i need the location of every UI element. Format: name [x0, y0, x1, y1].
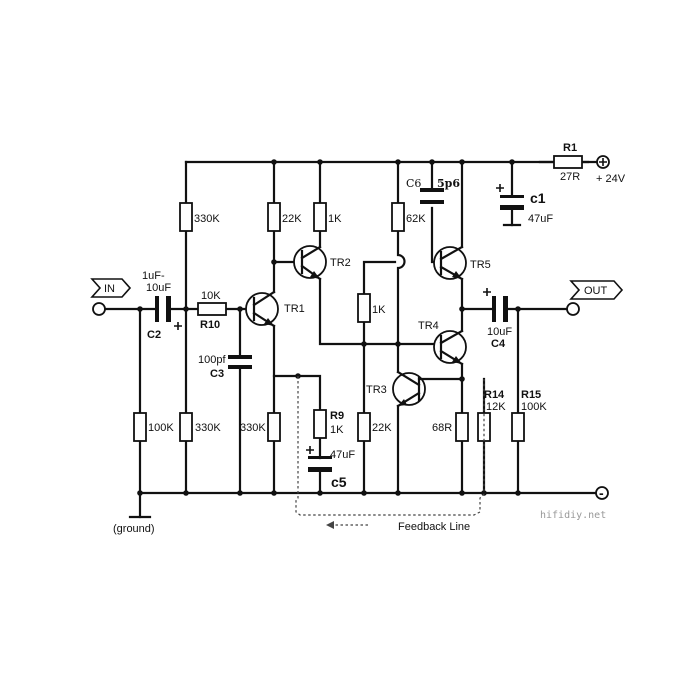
tr3-label: TR3 — [366, 384, 387, 396]
transistor-tr5 — [433, 245, 467, 281]
r330k-top-label: 330K — [194, 213, 220, 225]
r330k-tr1-label: 330K — [240, 422, 266, 434]
junctions — [137, 159, 521, 496]
c2-name: C2 — [147, 329, 161, 341]
r330k-bottom-label: 330K — [195, 422, 221, 434]
resistor-330k-top — [179, 202, 193, 232]
resistor-r10 — [197, 302, 227, 316]
capacitor-c6 — [420, 188, 444, 204]
c6-name: C6 — [406, 177, 421, 190]
r100k-input-label: 100K — [148, 422, 174, 434]
c1-value: 47uF — [528, 213, 553, 225]
resistor-330k-tr1 — [267, 412, 281, 442]
out-label: OUT — [584, 285, 608, 297]
resistor-68r — [455, 412, 469, 442]
c3-value: 100pf — [198, 354, 226, 366]
resistor-330k-bottom — [179, 412, 193, 442]
feedback-label: Feedback Line — [398, 521, 470, 533]
r1-value: 27R — [560, 171, 580, 183]
c3-name: C3 — [210, 368, 224, 380]
tr5-label: TR5 — [470, 259, 491, 271]
r14-value: 12K — [486, 401, 506, 413]
capacitor-c2 — [155, 296, 182, 330]
c4-name: C4 — [491, 338, 506, 350]
r62k-label: 62K — [406, 213, 426, 225]
capacitor-c5 — [306, 446, 332, 472]
watermark: hifidiy.net — [540, 510, 606, 521]
c2-value-2: 10uF — [146, 282, 171, 294]
output-terminal — [566, 280, 624, 316]
c4-value: 10uF — [487, 326, 512, 338]
resistor-22k-top — [267, 202, 281, 232]
feedback-line — [295, 376, 485, 529]
wires — [103, 160, 598, 519]
r15-name: R15 — [521, 389, 541, 401]
capacitor-c3 — [228, 355, 252, 369]
resistor-1k-mid — [357, 293, 371, 323]
tr4-label: TR4 — [418, 320, 439, 332]
r10-name: R10 — [200, 319, 220, 331]
resistor-22k-bottom — [357, 412, 371, 442]
resistor-r14 — [477, 412, 491, 442]
capacitors — [155, 184, 524, 472]
in-label: IN — [104, 283, 115, 295]
terminals — [90, 155, 624, 519]
transistor-tr3 — [392, 370, 426, 408]
resistor-62k — [391, 202, 405, 232]
supply-label: + 24V — [596, 173, 626, 185]
r22k-top-label: 22K — [282, 213, 302, 225]
tr1-label: TR1 — [284, 303, 305, 315]
r68r-label: 68R — [432, 422, 452, 434]
r9-value: 1K — [330, 424, 344, 436]
minus-label: - — [599, 485, 604, 501]
r14-name: R14 — [484, 389, 505, 401]
r1k-top-label: 1K — [328, 213, 342, 225]
tr2-label: TR2 — [330, 257, 351, 269]
resistor-r15 — [511, 412, 525, 442]
resistors — [133, 155, 583, 442]
transistor-tr4 — [433, 329, 467, 366]
r22k-bottom-label: 22K — [372, 422, 392, 434]
capacitor-c4 — [483, 288, 508, 322]
r9-name: R9 — [330, 410, 344, 422]
c5-name: c5 — [331, 474, 347, 490]
r1-name: R1 — [563, 142, 577, 154]
resistor-1k-top — [313, 202, 327, 232]
transistor-tr1 — [245, 290, 279, 328]
resistor-100k-input — [133, 412, 147, 442]
c5-value: 47uF — [330, 449, 355, 461]
r15-value: 100K — [521, 401, 547, 413]
supply-terminal — [596, 155, 610, 169]
r1k-mid-label: 1K — [372, 304, 386, 316]
c2-value-1: 1uF- — [142, 270, 165, 282]
capacitor-c1 — [496, 184, 524, 227]
ground-label: (ground) — [113, 523, 155, 535]
transistors — [245, 245, 467, 408]
labels: IN OUT + 24V - (ground) Feedback Line hi… — [104, 142, 626, 535]
c6-value: 5p6 — [437, 177, 460, 190]
transistor-tr2 — [293, 245, 327, 281]
resistor-r9 — [313, 409, 327, 439]
minus-terminal — [595, 486, 609, 500]
resistor-r1 — [553, 155, 583, 169]
r10-value: 10K — [201, 290, 221, 302]
input-terminal — [90, 278, 132, 316]
c1-name: c1 — [530, 190, 546, 206]
